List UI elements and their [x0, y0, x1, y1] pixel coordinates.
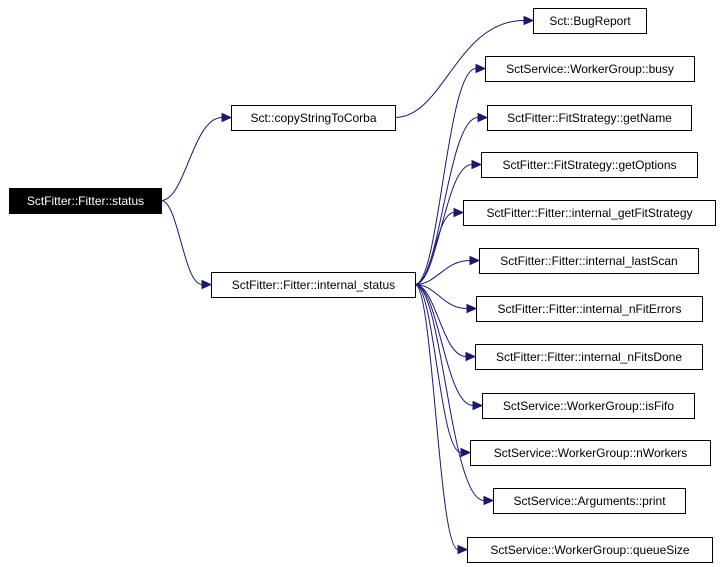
node-box — [211, 272, 416, 298]
edge-istatus-to-isfifo — [414, 284, 474, 406]
arrowhead-root-to-istatus — [201, 279, 213, 290]
node-sctfitter-fitter-internal-lastscan[interactable]: SctFitter::Fitter::internal_lastScan — [479, 248, 699, 274]
node-label: SctFitter::Fitter::internal_getFitStrate… — [486, 206, 692, 220]
arrowhead-istatus-to-getfs — [453, 207, 465, 218]
node-box — [476, 296, 703, 322]
node-box — [9, 188, 162, 214]
arrowhead-istatus-to-isfifo — [472, 400, 484, 411]
node-label: SctService::Arguments::print — [513, 494, 666, 508]
arrowhead-root-to-copy — [221, 112, 233, 123]
node-box — [487, 105, 692, 131]
arrowhead-istatus-to-nfiterr — [466, 303, 478, 314]
edge-istatus-to-getfs — [414, 212, 455, 285]
node-sctservice-workergroup-queuesize[interactable]: SctService::WorkerGroup::queueSize — [467, 537, 713, 563]
node-box — [467, 537, 713, 563]
node-label: SctFitter::Fitter::internal_nFitsDone — [496, 350, 682, 364]
node-label: SctService::WorkerGroup::queueSize — [490, 543, 690, 557]
edge-istatus-to-print — [414, 284, 485, 501]
arrowhead-istatus-to-print — [483, 495, 495, 506]
node-label: SctFitter::FitStrategy::getOptions — [502, 158, 676, 172]
edges-layer — [160, 15, 535, 555]
node-sct-bugreport[interactable]: Sct::BugReport — [533, 8, 647, 34]
edge-istatus-to-busy — [414, 68, 477, 285]
node-sctfitter-fitter-internal-nfitsdone[interactable]: SctFitter::Fitter::internal_nFitsDone — [475, 344, 703, 370]
node-label: Sct::copyStringToCorba — [250, 111, 376, 125]
arrowhead-istatus-to-busy — [475, 63, 487, 74]
node-box — [463, 200, 716, 226]
node-sctfitter-fitter-internal-getfitstrategy[interactable]: SctFitter::Fitter::internal_getFitStrate… — [463, 200, 716, 226]
node-box — [485, 56, 695, 82]
edge-istatus-to-nworkers — [414, 284, 462, 453]
arrowhead-istatus-to-nworkers — [460, 447, 472, 458]
edge-istatus-to-nfiterr — [414, 284, 468, 309]
node-sctfitter-fitter-status[interactable]: SctFitter::Fitter::status — [9, 188, 162, 214]
node-label: SctService::WorkerGroup::busy — [506, 62, 674, 76]
arrowhead-copy-to-bug — [523, 15, 535, 26]
nodes-layer: SctFitter::Fitter::status Sct::copyString… — [9, 8, 716, 563]
edge-copy-to-bug — [394, 20, 525, 118]
node-box — [493, 488, 686, 514]
node-box — [479, 248, 699, 274]
node-label: SctFitter::Fitter::internal_status — [232, 278, 395, 292]
edge-root-to-copy — [160, 117, 223, 201]
arrowhead-istatus-to-getname — [477, 112, 489, 123]
node-sctfitter-fitter-internal-nfiterrors[interactable]: SctFitter::Fitter::internal_nFitErrors — [476, 296, 703, 322]
node-label: SctFitter::Fitter::internal_nFitErrors — [497, 302, 681, 316]
node-sctservice-workergroup-nworkers[interactable]: SctService::WorkerGroup::nWorkers — [470, 440, 711, 466]
arrowhead-istatus-to-qsize — [457, 544, 469, 555]
arrowhead-istatus-to-getopts — [471, 159, 483, 170]
node-label: SctService::WorkerGroup::nWorkers — [494, 446, 688, 460]
node-box — [470, 440, 711, 466]
arrowhead-istatus-to-lastscan — [469, 255, 481, 266]
node-label: SctService::WorkerGroup::isFifo — [503, 399, 674, 413]
node-label: SctFitter::Fitter::internal_lastScan — [500, 254, 677, 268]
node-label: SctFitter::Fitter::status — [27, 194, 144, 208]
node-box — [475, 344, 703, 370]
edge-istatus-to-lastscan — [414, 260, 471, 285]
edge-istatus-to-qsize — [414, 284, 459, 550]
node-box — [482, 393, 695, 419]
arrowhead-istatus-to-nfitsdone — [465, 351, 477, 362]
node-sctfitter-fitstrategy-getoptions[interactable]: SctFitter::FitStrategy::getOptions — [481, 152, 698, 178]
edge-root-to-istatus — [160, 200, 203, 285]
node-sctservice-workergroup-busy[interactable]: SctService::WorkerGroup::busy — [485, 56, 695, 82]
node-sctfitter-fitter-internal-status[interactable]: SctFitter::Fitter::internal_status — [211, 272, 416, 298]
node-box — [231, 105, 396, 131]
node-label: Sct::BugReport — [549, 14, 631, 28]
node-box — [533, 8, 647, 34]
node-sct-copystringtocorba[interactable]: Sct::copyStringToCorba — [231, 105, 396, 131]
node-box — [481, 152, 698, 178]
node-label: SctFitter::FitStrategy::getName — [507, 111, 672, 125]
node-sctservice-arguments-print[interactable]: SctService::Arguments::print — [493, 488, 686, 514]
node-sctfitter-fitstrategy-getname[interactable]: SctFitter::FitStrategy::getName — [487, 105, 692, 131]
node-sctservice-workergroup-isfifo[interactable]: SctService::WorkerGroup::isFifo — [482, 393, 695, 419]
